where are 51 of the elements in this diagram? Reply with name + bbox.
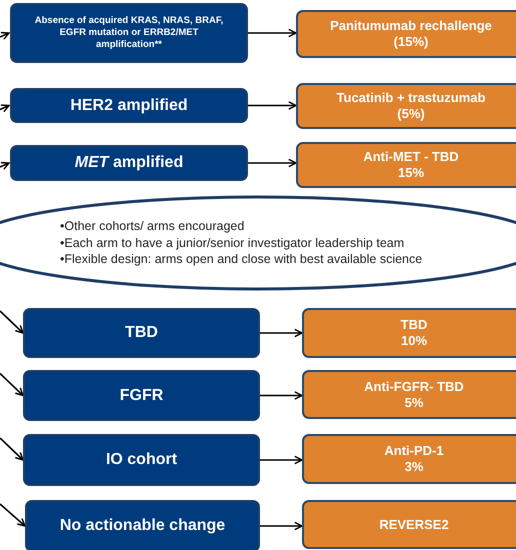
arrow — [260, 391, 303, 400]
biomarker-text: TBD — [125, 324, 158, 342]
treatment-box — [302, 308, 516, 358]
treatment-box — [296, 142, 516, 188]
treatment-box — [296, 83, 516, 129]
treatment-text: TBD — [400, 317, 428, 333]
treatment-text: Anti-FGFR- TBD — [364, 378, 464, 394]
treatment-text: 3% — [404, 459, 424, 475]
treatment-box — [296, 10, 516, 58]
biomarker-text: HER2 amplified — [70, 96, 188, 114]
biomarker-text: MET amplified — [74, 154, 184, 172]
arrow — [260, 522, 303, 530]
biomarker-box — [10, 88, 248, 123]
treatment-text: (5%) — [397, 106, 425, 122]
arrow — [248, 101, 297, 110]
arrow — [0, 503, 26, 527]
treatment-text: 10% — [400, 333, 428, 349]
biomarker-box — [23, 434, 260, 486]
biomarker-text: IO cohort — [106, 451, 178, 469]
treatment-text: Tucatinib + trastuzumab — [336, 90, 486, 106]
treatment-text: 5% — [404, 394, 424, 410]
arrow — [0, 437, 24, 461]
biomarker-box — [10, 3, 248, 63]
arrow — [0, 32, 10, 40]
treatment-text: (15%) — [394, 34, 428, 50]
treatment-box — [302, 434, 516, 484]
treatment-text: 15% — [398, 165, 424, 181]
biomarker-text: FGFR — [120, 386, 164, 404]
bullet-text: •Each arm to have a junior/senior investigator leadership team — [60, 234, 404, 252]
biomarker-box — [23, 370, 260, 421]
treatment-box — [302, 500, 516, 549]
arrow — [248, 158, 297, 168]
arrow — [260, 456, 303, 464]
arrow — [0, 162, 10, 170]
arrow — [0, 310, 24, 334]
biomarker-box — [10, 145, 248, 181]
biomarker-text: Absence of acquired KRAS, NRAS, BRAF, EGFR mutation or ERRB2/MET amplification** — [34, 15, 224, 51]
bullet-text: •Flexible design: arms open and close with best available science — [60, 251, 422, 268]
biomarker-box — [23, 308, 260, 358]
treatment-text: Anti-PD-1 — [384, 443, 444, 459]
arrow — [260, 328, 303, 338]
treatment-box — [302, 370, 516, 419]
treatment-text: Anti-MET - TBD — [363, 149, 459, 165]
arrow — [0, 104, 10, 112]
biomarker-text: No actionable change — [60, 517, 226, 535]
arrow — [248, 28, 297, 38]
treatment-text: REVERSE2 — [379, 516, 449, 532]
arrow — [0, 372, 24, 396]
treatment-text: Panitumumab rechallenge — [330, 18, 492, 34]
biomarker-box — [25, 500, 260, 550]
bullet-text: •Other cohorts/ arms encouraged — [60, 218, 244, 235]
